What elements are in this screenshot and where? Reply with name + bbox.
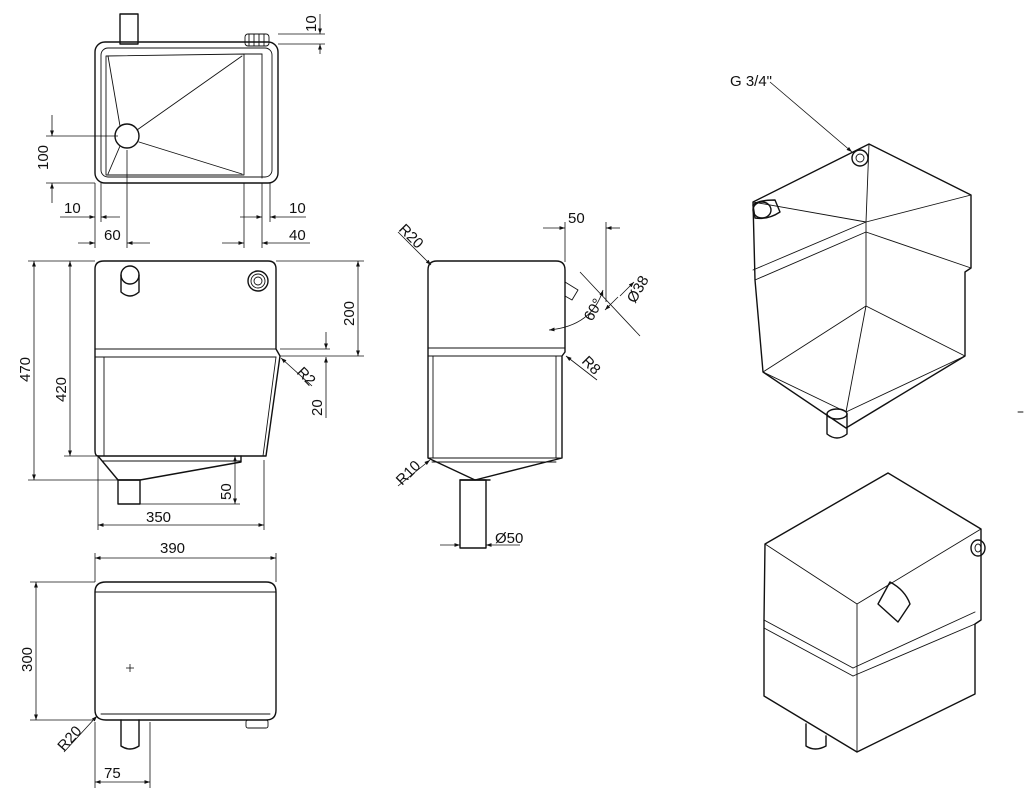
dim-bottom-outlet-x: 75 (104, 765, 121, 782)
bottom-view: 390 300 R20 75 (19, 540, 277, 788)
thread-fitting-iso1 (851, 149, 869, 167)
thread-fitting-iso2 (970, 539, 986, 557)
outlet-circle-top (114, 123, 140, 149)
outlet-pipe-side (459, 479, 487, 549)
dim-right-width: 40 (289, 227, 306, 244)
side-view: R20 50 60° Ø38 R8 R10 Ø50 (393, 210, 653, 549)
inlet-pipe-iso2 (877, 581, 911, 623)
dim-outlet-offset: 100 (35, 145, 52, 170)
dim-body-height: 420 (53, 377, 70, 402)
dim-flange: 10 (303, 15, 320, 32)
top-view: 10 100 10 60 10 40 (35, 13, 325, 248)
dim-top-radius: R20 (395, 221, 426, 252)
inlet-pipe-iso1 (752, 201, 772, 219)
dim-pipe-offset: 50 (568, 210, 585, 227)
dim-left-gap: 10 (64, 200, 81, 217)
dim-pipe-diameter: Ø38 (624, 273, 653, 306)
isometric-view-top (763, 472, 986, 753)
dim-outlet-x: 60 (104, 227, 121, 244)
isometric-view-bottom: G 3/4" (730, 73, 1024, 439)
dim-step: 20 (309, 399, 326, 416)
front-view: 470 420 200 R2 20 50 350 (17, 260, 364, 530)
dim-bottom-radius: R10 (393, 457, 424, 488)
dim-right-gap: 10 (289, 200, 306, 217)
dim-pipe-angle: 60° (581, 296, 607, 324)
dim-width: 350 (146, 509, 171, 526)
dim-outlet-diameter: Ø50 (495, 530, 523, 547)
dim-bottom-width: 390 (160, 540, 185, 557)
outlet-pipe-front (117, 479, 141, 505)
dim-upper-height: 200 (341, 301, 358, 326)
dim-step-radius: R8 (578, 353, 604, 379)
thread-callout: G 3/4" (730, 73, 772, 90)
dim-bottom-height: 300 (19, 647, 36, 672)
dim-total-height: 470 (17, 357, 34, 382)
dim-corner-radius: R20 (54, 723, 85, 755)
dim-cone-height: 50 (218, 483, 235, 500)
thread-fitting-top (244, 33, 270, 47)
dim-radius-right: R2 (293, 364, 319, 390)
outlet-pipe-iso1 (826, 413, 848, 439)
outlet-pipe-bottom (120, 719, 140, 750)
